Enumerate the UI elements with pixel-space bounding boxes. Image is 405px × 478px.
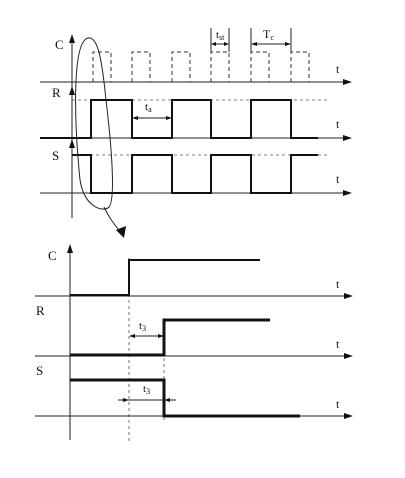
bottom-s-waveform (70, 378, 300, 418)
zoom-arrow-head (116, 226, 126, 238)
tst-annotation: tst (210, 28, 230, 52)
bottom-r-t-label: t (336, 337, 340, 351)
clock-pulse-6 (290, 51, 310, 82)
clock-pulse-5 (250, 51, 270, 82)
top-r-t-label: t (336, 117, 340, 131)
bottom-r-time-arrow (344, 353, 353, 359)
top-r-waveform (40, 99, 318, 139)
bottom-r-waveform (70, 318, 270, 357)
bottom-timing-diagram: C t R t t3 S t t3 (35, 244, 353, 442)
bottom-c-t-label: t (336, 277, 340, 291)
top-timing-diagram: C t tst (40, 27, 352, 238)
t3-r-label: t3 (139, 320, 146, 333)
bottom-s-label: S (36, 363, 43, 378)
tc-annotation: Tc (250, 27, 292, 52)
top-vertical-axis-arrow (69, 34, 75, 43)
clock-pulse-2 (131, 51, 151, 82)
top-s-axis-arrow (69, 139, 75, 148)
bottom-r-label: R (36, 303, 45, 318)
t3-s-annotation: t3 (118, 383, 176, 402)
top-c-t-label: t (336, 62, 340, 76)
ta-label: ta (145, 101, 152, 114)
top-c-clock-pulses (92, 51, 310, 82)
top-r-label: R (52, 85, 61, 100)
tc-label: Tc (263, 27, 274, 42)
bottom-vertical-axis-arrow (67, 244, 73, 253)
clock-pulse-1 (92, 51, 112, 82)
top-s-waveform (72, 154, 318, 194)
clock-pulse-3 (171, 51, 191, 82)
t3-s-label: t3 (143, 383, 150, 396)
top-s-time-arrow (343, 190, 352, 196)
top-r-axis-arrow (69, 86, 75, 95)
bottom-c-time-arrow (344, 293, 353, 299)
top-r-time-arrow (343, 135, 352, 141)
top-c-label: C (55, 37, 64, 52)
bottom-c-label: C (48, 248, 57, 263)
t3-r-annotation: t3 (129, 320, 164, 338)
ta-annotation: ta (132, 101, 172, 120)
tst-label: tst (216, 29, 225, 42)
top-s-t-label: t (336, 172, 340, 186)
bottom-s-t-label: t (336, 397, 340, 411)
bottom-c-waveform (70, 259, 260, 296)
top-s-label: S (52, 148, 59, 163)
clock-pulse-4 (210, 51, 230, 82)
zoom-loop (75, 37, 113, 210)
bottom-s-time-arrow (344, 413, 353, 419)
top-c-time-arrow (343, 79, 352, 85)
